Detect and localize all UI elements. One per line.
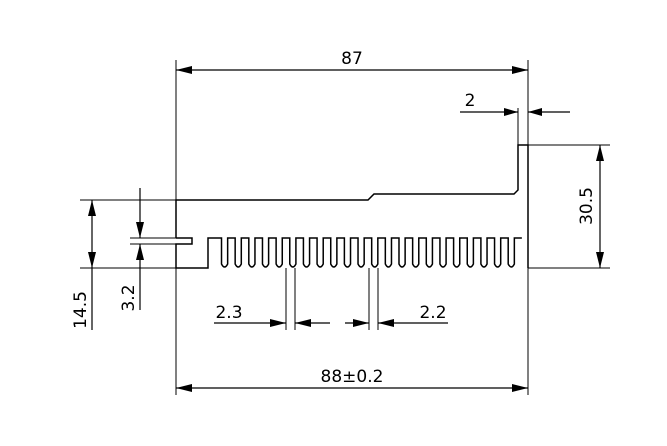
dimension-label-top-right-wall: 2 [465, 91, 476, 111]
dimension-label-overall-top: 87 [341, 49, 363, 69]
dimension-label-fin-thickness-left: 2.3 [215, 303, 242, 323]
dimension-left-height: 14.5 [71, 200, 96, 330]
profile-left-step [175, 237, 214, 269]
heatsink-profile [175, 144, 529, 269]
dimension-label-left-height: 14.5 [71, 291, 91, 329]
dimension-overall-bottom: 88±0.2 [176, 367, 528, 392]
profile-top-outline [175, 144, 529, 268]
dimension-label-fin-thickness-right: 2.2 [419, 303, 446, 323]
dimension-fin-thickness-left: 2.3 [214, 303, 330, 327]
dimension-fin-thickness-right: 2.2 [345, 303, 448, 327]
dimension-overall-top: 87 [176, 49, 528, 74]
fin-array [214, 237, 522, 268]
extension-lines [80, 60, 610, 395]
dimension-label-right-height: 30.5 [577, 187, 597, 225]
dimension-label-slot-height: 3.2 [119, 284, 139, 311]
dimension-top-right-wall: 2 [460, 91, 570, 116]
dimension-label-overall-bottom: 88±0.2 [321, 367, 384, 387]
dimension-slot-height: 3.2 [119, 188, 144, 312]
dimension-right-height: 30.5 [577, 145, 604, 268]
